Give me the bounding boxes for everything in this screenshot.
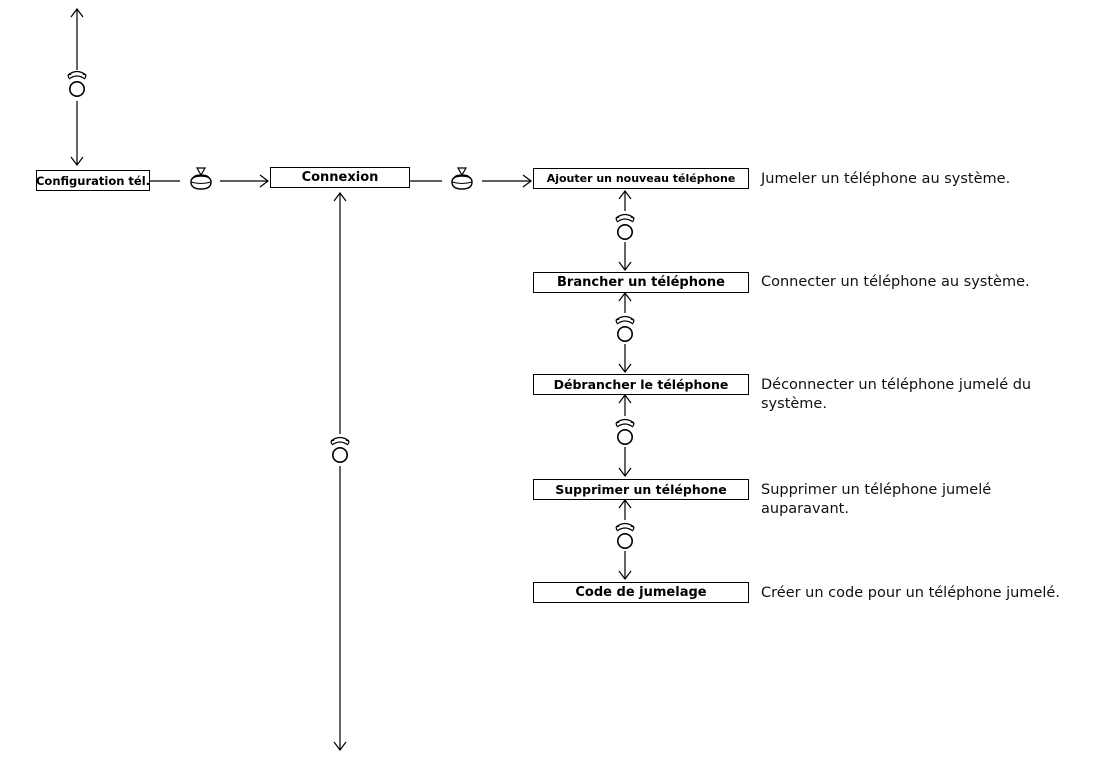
item-description-delete-phone: Supprimer un téléphone jumelé auparavant… [761, 482, 992, 517]
menu-box-label: Débrancher le téléphone [553, 377, 729, 392]
item-connector-3 [618, 394, 632, 477]
item-connector-2 [618, 292, 632, 373]
menu-box-label: Ajouter un nouveau téléphone [546, 172, 736, 185]
knob-rotate-icon [615, 315, 635, 343]
knob-rotate-icon [67, 70, 87, 97]
menu-box-label: Brancher un téléphone [557, 275, 725, 290]
menu-box-label: Supprimer un téléphone [555, 482, 727, 497]
menu-box-label: Connexion [301, 170, 379, 185]
item-connector-1 [618, 190, 632, 271]
item-description-pairing-code: Créer un code pour un téléphone jumelé. [761, 585, 1060, 601]
menu-box-configuration[interactable]: Configuration tél. [36, 170, 150, 191]
top-vertical-connector [70, 8, 84, 166]
item-connector-4 [618, 499, 632, 580]
item-description-disconnect-phone: Déconnecter un téléphone jumelé du systè… [761, 377, 1032, 412]
knob-rotate-icon [330, 436, 350, 464]
menu-box-pairing-code[interactable]: Code de jumelage [533, 582, 749, 603]
menu-box-delete-phone[interactable]: Supprimer un téléphone [533, 479, 749, 500]
connexion-vertical-connector [333, 192, 347, 751]
menu-box-label: Code de jumelage [575, 585, 707, 600]
knob-rotate-icon [615, 418, 635, 446]
knob-press-icon [451, 167, 473, 190]
root-to-connexion-connector [150, 174, 269, 188]
knob-press-icon [190, 167, 212, 190]
menu-box-connect-phone[interactable]: Brancher un téléphone [533, 272, 749, 293]
menu-box-disconnect-phone[interactable]: Débrancher le téléphone [533, 374, 749, 395]
menu-box-add-phone[interactable]: Ajouter un nouveau téléphone [533, 168, 749, 189]
item-description-connect-phone: Connecter un téléphone au système. [761, 274, 1030, 290]
knob-rotate-icon [615, 213, 635, 240]
connexion-to-add-connector [410, 174, 532, 188]
knob-rotate-icon [615, 522, 635, 550]
item-description-add-phone: Jumeler un téléphone au système. [761, 171, 1011, 187]
menu-box-connexion[interactable]: Connexion [270, 167, 410, 188]
menu-box-label: Configuration tél. [36, 173, 150, 188]
